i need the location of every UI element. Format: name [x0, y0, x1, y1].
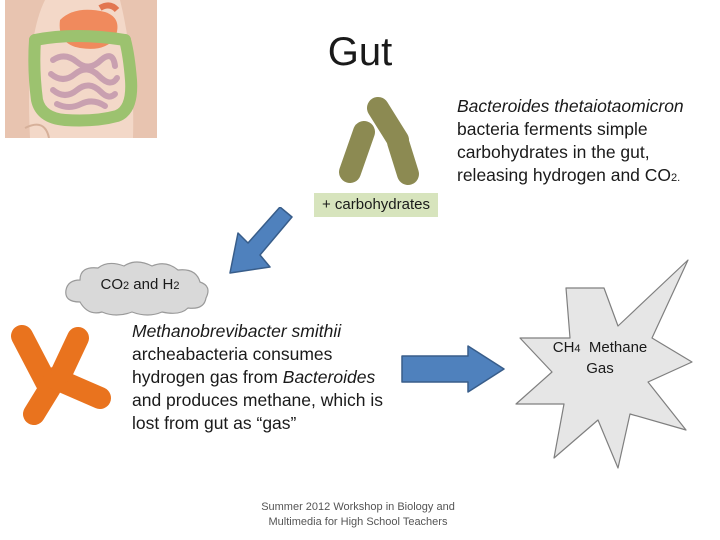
co-text: CO: [100, 276, 124, 293]
page-title: Gut: [327, 30, 393, 74]
methanobrevibacter-name: Methanobrevibacter smithii: [132, 321, 342, 341]
and-h-text: and H: [129, 276, 174, 293]
bacteroides-ref: Bacteroides: [282, 367, 376, 387]
bacteroides-description: Bacteroides thetaiotaomicron bacteria fer…: [457, 95, 719, 190]
footer-text: Summer 2012 Workshop in Biology and Mult…: [261, 501, 455, 528]
cloud-label: CO2 and H2: [70, 275, 210, 296]
co2-cloud-subscript: 2: [123, 280, 130, 292]
methanobrevibacter-bacteria-icon: [11, 325, 111, 425]
methane-text: Methane: [588, 339, 648, 356]
bacteroides-bacteria-icon: [339, 97, 419, 185]
bacteroides-name: Bacteroides thetaiotaomicron: [457, 96, 684, 116]
co2-subscript: 2.: [671, 172, 681, 184]
ch4-subscript: 4: [574, 343, 581, 355]
methanobrevibacter-description: Methanobrevibacter smithii archeabacteria…: [132, 320, 402, 435]
methanobrevibacter-text-2: and produces methane, which is lost from…: [132, 390, 383, 433]
methanobrevibacter-text-1: archeabacteria consumes hydrogen gas fro…: [132, 344, 333, 387]
down-left-arrow-icon: [229, 207, 293, 274]
cloud-shape: [65, 261, 209, 316]
carbohydrates-label: + carbohydrates: [314, 193, 438, 217]
starburst-shape: [515, 259, 693, 469]
gut-anatomy-image: [5, 0, 157, 138]
right-arrow-icon: [401, 345, 505, 393]
gas-text: Gas: [586, 360, 614, 377]
bacteroides-text: bacteria ferments simple carbohydrates i…: [457, 119, 672, 185]
ch-text: CH: [552, 339, 575, 356]
h2-subscript: 2: [173, 280, 180, 292]
